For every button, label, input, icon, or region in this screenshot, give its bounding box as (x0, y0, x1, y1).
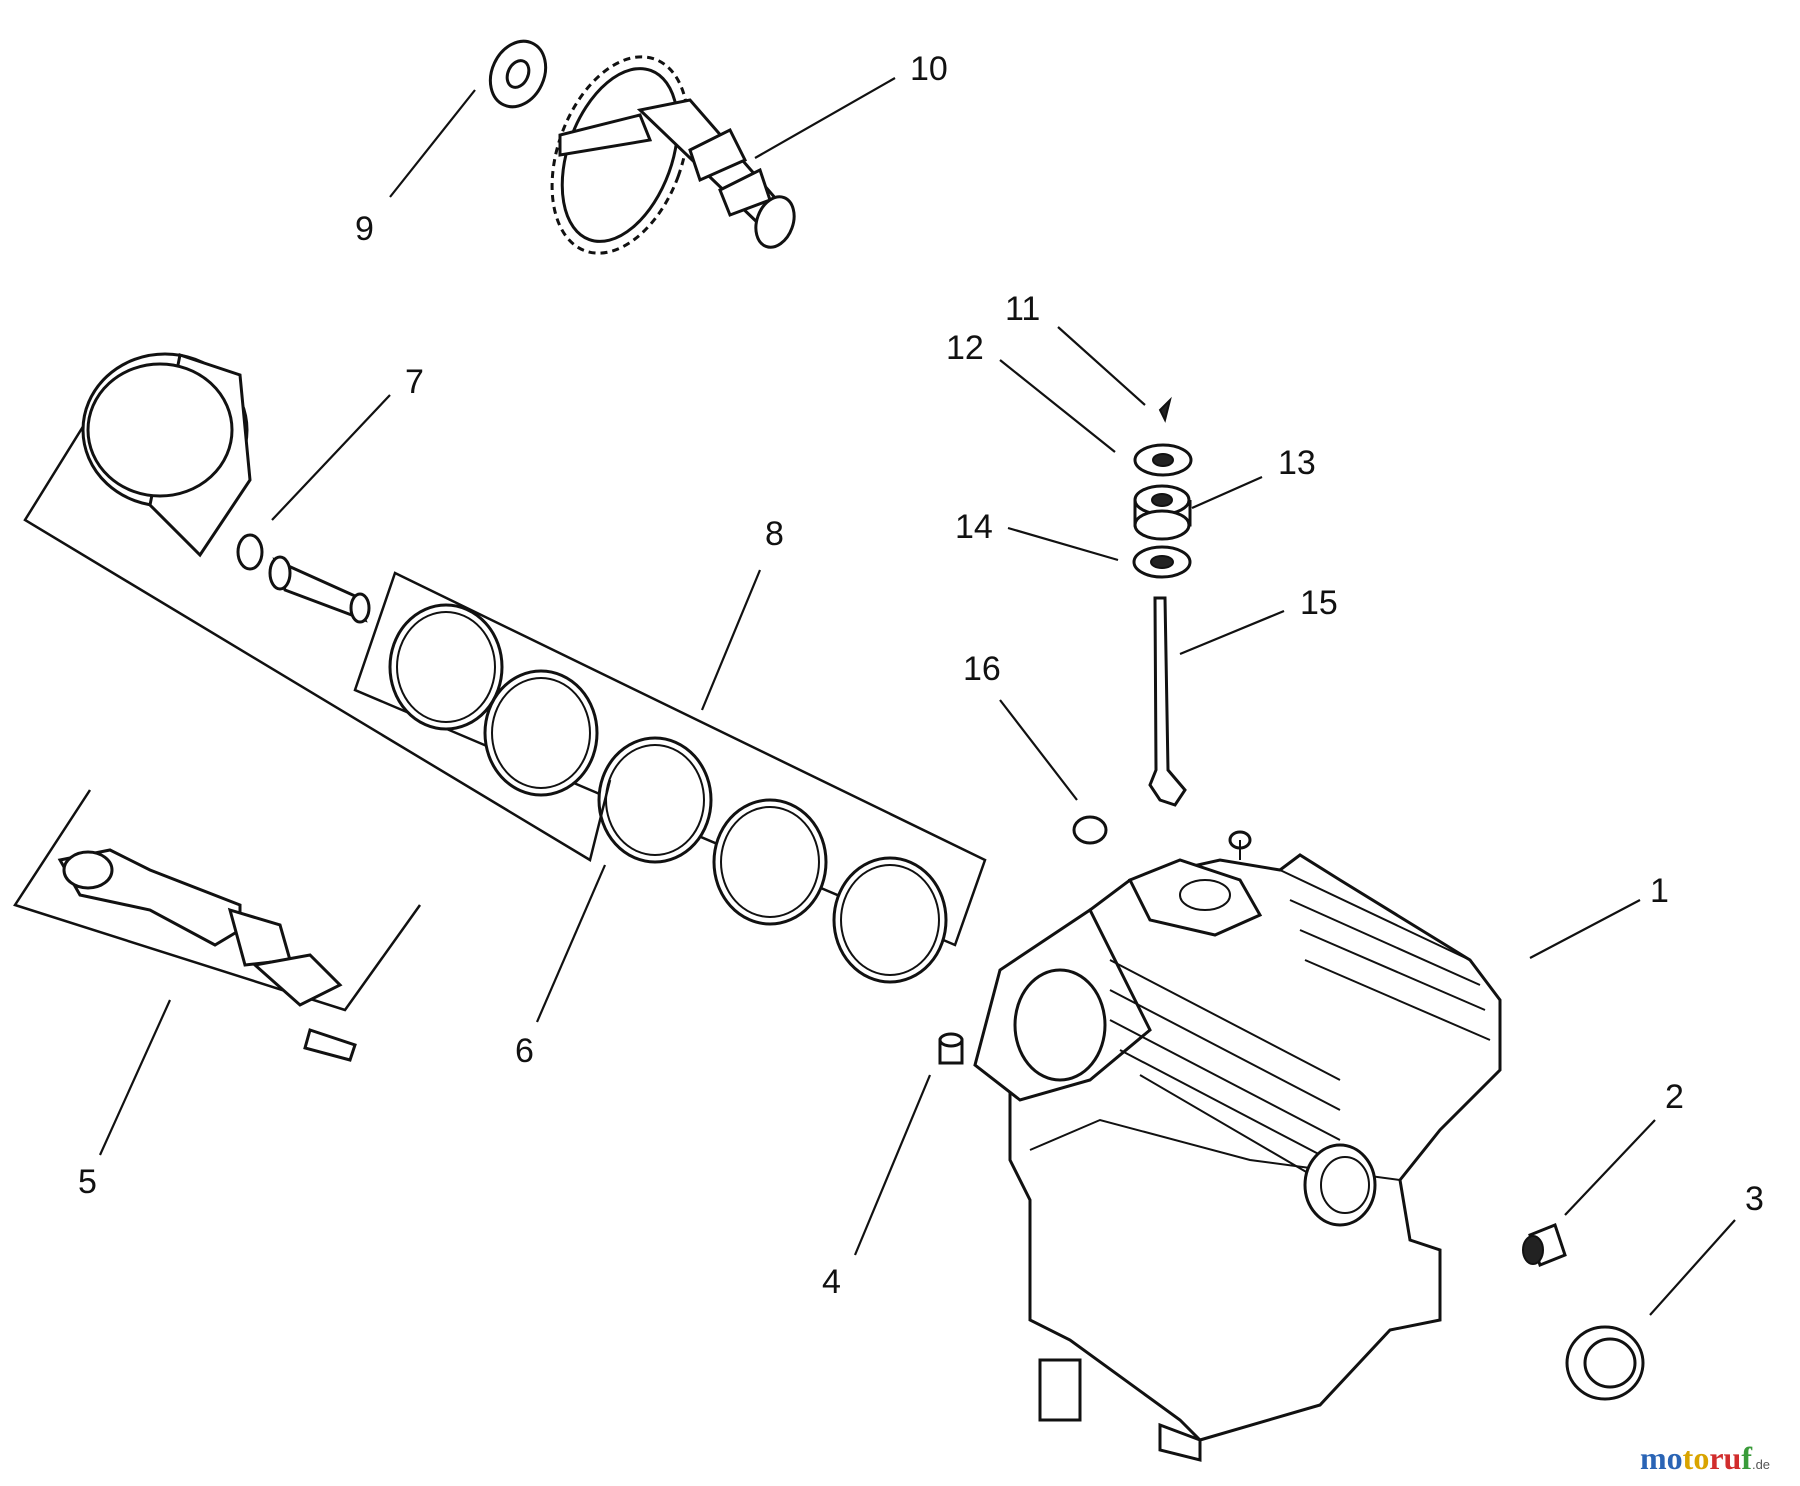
part-9-washer (488, 39, 548, 109)
leader-7 (271, 394, 391, 521)
watermark-part-3: ru (1709, 1440, 1742, 1476)
callout-4: 4 (822, 1263, 841, 1301)
leader-12 (999, 359, 1116, 453)
leader-2 (1564, 1119, 1656, 1216)
callout-13: 13 (1278, 444, 1316, 482)
part-12-spring-retainer (1133, 443, 1193, 477)
callout-7: 7 (405, 363, 424, 401)
part-10-camshaft (550, 55, 796, 255)
watermark-part-2: to (1682, 1440, 1710, 1476)
leader-9 (389, 89, 476, 198)
callout-9: 9 (355, 210, 374, 248)
leader-3 (1649, 1219, 1736, 1316)
leader-10 (754, 77, 896, 159)
part-11-valve-keeper (1158, 396, 1172, 423)
leader-1 (1529, 899, 1641, 959)
callout-labels: 1 2 3 4 5 6 7 8 9 10 11 12 13 14 15 16 (78, 50, 1764, 1301)
callout-3: 3 (1745, 1180, 1764, 1218)
callout-15: 15 (1300, 584, 1338, 622)
leader-5 (98, 999, 172, 1156)
leader-4 (853, 1074, 932, 1256)
part-2-drain-plug (1522, 1223, 1567, 1267)
leader-13 (1191, 475, 1263, 510)
callout-14: 14 (955, 508, 993, 546)
part-8-piston-rings (353, 571, 987, 984)
part-3-oil-seal (1565, 1325, 1645, 1401)
callout-11: 11 (1005, 290, 1040, 328)
part-15-valve (1148, 596, 1187, 807)
callout-1: 1 (1650, 872, 1669, 910)
part-4-dowel-pin (938, 1032, 964, 1065)
callout-16: 16 (963, 650, 1001, 688)
leader-11 (1057, 326, 1146, 406)
motoruf-watermark: motoruf.de (1640, 1440, 1790, 1480)
callout-12: 12 (946, 329, 984, 367)
watermark-part-4: f (1741, 1440, 1752, 1476)
callout-2: 2 (1665, 1078, 1684, 1116)
leader-8 (700, 569, 762, 711)
leader-16 (999, 699, 1078, 801)
watermark-tld: .de (1751, 1457, 1771, 1472)
part-13-valve-spring (1133, 484, 1192, 541)
part-5-connecting-rod (13, 789, 422, 1062)
part-1-crankcase (973, 830, 1502, 1462)
watermark-part-1: mo (1640, 1440, 1683, 1476)
part-14-spring-seat (1132, 545, 1192, 579)
leader-6 (535, 864, 607, 1023)
leader-15 (1179, 609, 1285, 656)
part-16-plug (1072, 815, 1108, 845)
part-6-piston-assembly (23, 352, 612, 862)
callout-leaders (98, 77, 1736, 1316)
callout-5: 5 (78, 1163, 97, 1201)
leader-14 (1007, 526, 1119, 562)
callout-8: 8 (765, 515, 784, 553)
callout-10: 10 (910, 50, 948, 88)
callout-6: 6 (515, 1032, 534, 1070)
